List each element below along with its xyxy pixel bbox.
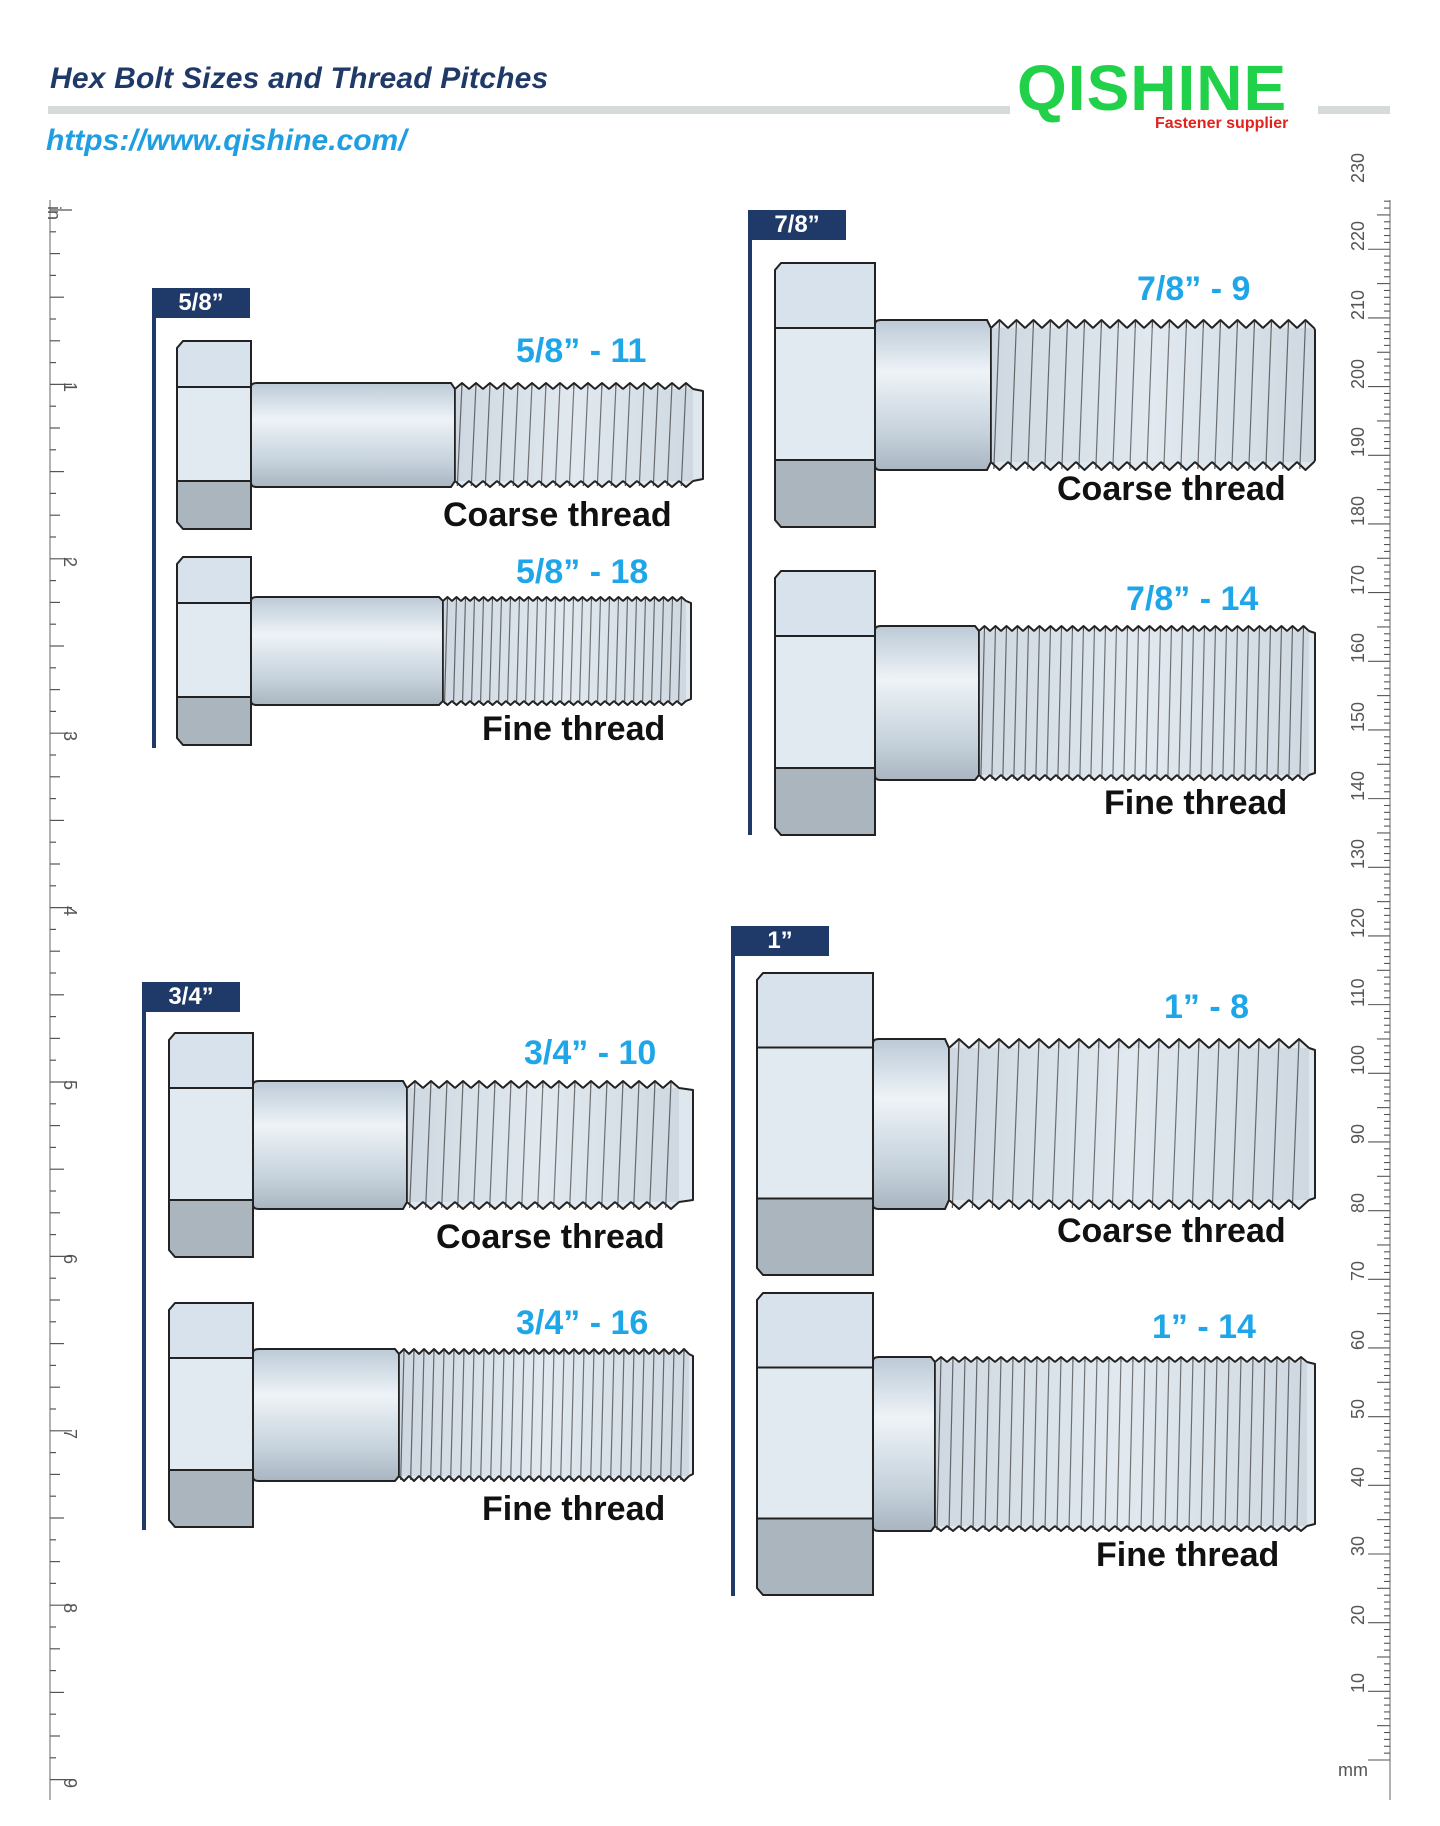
size-tab: 5/8” bbox=[152, 288, 250, 318]
bolt-spec: 1” - 14 bbox=[1152, 1308, 1256, 1346]
bolt-7-8-fine bbox=[774, 570, 1334, 836]
inch-ruler-label: 6 bbox=[60, 1254, 80, 1265]
mm-ruler-label: 40 bbox=[1348, 1467, 1368, 1488]
mm-ruler-label: 200 bbox=[1348, 358, 1368, 389]
bolt-spec: 7/8” - 9 bbox=[1137, 270, 1251, 308]
mm-ruler-label: 220 bbox=[1348, 221, 1368, 252]
bolt-5-8-coarse bbox=[176, 340, 706, 530]
thread-type-label: Fine thread bbox=[482, 710, 666, 748]
thread-type-label: Coarse thread bbox=[436, 1218, 665, 1256]
mm-ruler-label: 90 bbox=[1348, 1123, 1368, 1144]
mm-ruler-label: 140 bbox=[1348, 770, 1368, 801]
mm-ruler-label: 170 bbox=[1348, 564, 1368, 595]
size-tab: 7/8” bbox=[748, 210, 846, 240]
mm-ruler-label: 190 bbox=[1348, 427, 1368, 458]
mm-ruler-label: 110 bbox=[1348, 977, 1368, 1007]
page-title: Hex Bolt Sizes and Thread Pitches bbox=[50, 62, 549, 95]
bolt-spec: 1” - 8 bbox=[1164, 988, 1250, 1026]
inch-ruler bbox=[48, 200, 88, 1800]
bolt-3-4-coarse bbox=[168, 1032, 728, 1258]
thread-type-label: Fine thread bbox=[482, 1490, 666, 1528]
header-divider-right bbox=[1318, 106, 1390, 114]
inch-ruler-label: 5 bbox=[60, 1080, 80, 1091]
bolt-1-inch-coarse bbox=[756, 972, 1336, 1276]
website-link[interactable]: https://www.qishine.com/ bbox=[46, 124, 407, 157]
mm-ruler bbox=[1352, 200, 1392, 1800]
bolt-5-8-fine bbox=[176, 556, 706, 746]
inch-ruler-label: 9 bbox=[60, 1777, 80, 1788]
size-bracket bbox=[748, 210, 752, 835]
bolt-7-8-coarse bbox=[774, 262, 1334, 528]
thread-type-label: Coarse thread bbox=[443, 496, 672, 534]
size-bracket bbox=[731, 926, 735, 1596]
inch-unit-label: in bbox=[44, 206, 64, 221]
inch-ruler-ticks bbox=[49, 200, 72, 1800]
size-bracket bbox=[142, 982, 146, 1530]
mm-ruler-label: 60 bbox=[1348, 1329, 1368, 1350]
mm-ruler-label: 20 bbox=[1348, 1604, 1368, 1625]
mm-unit-label: mm bbox=[1338, 1760, 1368, 1780]
inch-ruler-label: 8 bbox=[60, 1603, 80, 1614]
thread-type-label: Coarse thread bbox=[1057, 1212, 1286, 1250]
inch-ruler-label: 4 bbox=[60, 905, 80, 916]
size-tab: 3/4” bbox=[142, 982, 240, 1012]
mm-ruler-label: 50 bbox=[1348, 1398, 1368, 1419]
mm-ruler-label: 70 bbox=[1348, 1261, 1368, 1282]
inch-ruler-label: 1 bbox=[60, 382, 80, 393]
mm-ruler-label: 160 bbox=[1348, 633, 1368, 664]
bolt-spec: 5/8” - 11 bbox=[516, 332, 647, 370]
mm-ruler-ticks bbox=[1368, 200, 1391, 1800]
bolt-spec: 7/8” - 14 bbox=[1126, 580, 1259, 618]
mm-ruler-label: 230 bbox=[1348, 152, 1368, 183]
thread-type-label: Fine thread bbox=[1104, 784, 1288, 822]
mm-ruler-label: 120 bbox=[1348, 907, 1368, 938]
mm-ruler-label: 80 bbox=[1348, 1192, 1368, 1213]
logo-wordmark: QISHINE bbox=[1017, 52, 1288, 124]
inch-ruler-label: 7 bbox=[60, 1428, 80, 1439]
size-tab: 1” bbox=[731, 926, 829, 956]
size-bracket bbox=[152, 288, 156, 748]
mm-ruler-label: 180 bbox=[1348, 495, 1368, 526]
mm-ruler-label: 150 bbox=[1348, 701, 1368, 732]
inch-ruler-label: 3 bbox=[60, 731, 80, 742]
mm-ruler-label: 100 bbox=[1348, 1045, 1368, 1076]
mm-ruler-label: 30 bbox=[1348, 1535, 1368, 1556]
thread-type-label: Coarse thread bbox=[1057, 470, 1286, 508]
bolt-spec: 5/8” - 18 bbox=[516, 553, 649, 591]
mm-ruler-label: 210 bbox=[1348, 289, 1368, 320]
bolt-3-4-fine bbox=[168, 1302, 728, 1528]
mm-ruler-label: 130 bbox=[1348, 839, 1368, 870]
inch-ruler-label: 2 bbox=[60, 556, 80, 567]
header-divider-left bbox=[48, 106, 1010, 114]
bolt-1-inch-fine bbox=[756, 1292, 1336, 1596]
mm-ruler-label: 10 bbox=[1348, 1673, 1368, 1694]
bolt-spec: 3/4” - 16 bbox=[516, 1304, 649, 1342]
logo-tagline: Fastener supplier bbox=[1155, 115, 1289, 132]
bolt-spec: 3/4” - 10 bbox=[524, 1034, 657, 1072]
thread-type-label: Fine thread bbox=[1096, 1536, 1280, 1574]
